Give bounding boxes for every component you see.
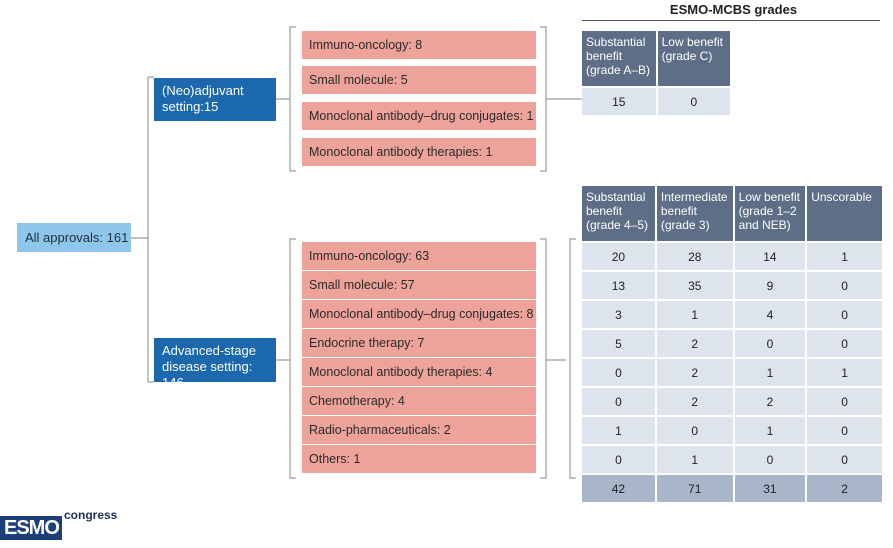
table-row: 3 1 4 0: [582, 301, 882, 328]
table-row: 20 28 14 1: [582, 243, 882, 270]
esmo-mcbs-title: ESMO-MCBS grades: [669, 2, 798, 17]
table-cell: 3: [582, 301, 655, 328]
adv-category-box: Small molecule: 57: [302, 271, 536, 299]
table-cell: 0: [807, 388, 882, 415]
table-cell: 0: [807, 446, 882, 473]
table-cell: 13: [582, 272, 655, 299]
table-cell: 0: [657, 88, 730, 115]
table-cell: 1: [656, 446, 733, 473]
table-cell: 0: [582, 388, 655, 415]
congress-word: congress: [64, 508, 118, 522]
table-cell: 0: [807, 330, 882, 357]
esmo-logo-mark: ESMO: [0, 516, 62, 540]
table-header: Substantial benefit (grade 4–5): [582, 186, 655, 241]
adv-category-box: Chemotherapy: 4: [302, 387, 536, 415]
table-cell: 1: [807, 243, 882, 270]
totals-row: 42 71 31 2: [582, 475, 882, 502]
table-cell: 1: [734, 359, 806, 386]
table-header: Intermediate benefit (grade 3): [656, 186, 733, 241]
table-cell: 1: [734, 417, 806, 444]
total-cell: 31: [734, 475, 806, 502]
table-cell: 5: [582, 330, 655, 357]
adv-category-box: Endocrine therapy: 7: [302, 329, 536, 357]
table-cell: 0: [807, 417, 882, 444]
advanced-setting-box: Advanced-stage disease setting: 146: [154, 338, 276, 390]
table-header: Low benefit (grade C): [657, 31, 730, 86]
table-row: 0 2 1 1: [582, 359, 882, 386]
table-cell: 0: [656, 417, 733, 444]
adv-category-box: Monoclonal antibody therapies: 4: [302, 358, 536, 386]
title-rule: [582, 20, 880, 21]
total-cell: 71: [656, 475, 733, 502]
table-cell: 0: [582, 359, 655, 386]
neo-category-box: Monoclonal antibody therapies: 1: [302, 138, 536, 166]
table-cell: 9: [734, 272, 806, 299]
adv-category-box: Monoclonal antibody–drug conjugates: 8: [302, 300, 536, 328]
neo-category-box: Small molecule: 5: [302, 66, 536, 94]
table-row: 0 1 0 0: [582, 446, 882, 473]
table-row: 1 0 1 0: [582, 417, 882, 444]
neoadjuvant-setting-box: (Neo)adjuvant setting:15: [154, 78, 276, 121]
table-cell: 14: [734, 243, 806, 270]
table-cell: 0: [807, 301, 882, 328]
table-cell: 1: [656, 301, 733, 328]
table-cell: 0: [734, 330, 806, 357]
table-header: Low benefit (grade 1–2 and NEB): [734, 186, 806, 241]
table-cell: 28: [656, 243, 733, 270]
table-cell: 20: [582, 243, 655, 270]
table-header: Substantial benefit (grade A–B): [582, 31, 656, 86]
table-cell: 15: [582, 88, 656, 115]
neo-category-box: Immuno-oncology: 8: [302, 31, 536, 59]
esmo-congress-logo: ESMO congress: [0, 508, 130, 542]
all-approvals-box: All approvals: 161: [17, 223, 131, 252]
table-row: 0 2 2 0: [582, 388, 882, 415]
adv-grades-table: Substantial benefit (grade 4–5) Intermed…: [580, 184, 884, 504]
table-cell: 2: [656, 388, 733, 415]
adv-category-box: Immuno-oncology: 63: [302, 242, 536, 270]
table-cell: 2: [734, 388, 806, 415]
table-cell: 1: [582, 417, 655, 444]
table-cell: 4: [734, 301, 806, 328]
table-cell: 0: [734, 446, 806, 473]
total-cell: 42: [582, 475, 655, 502]
adv-category-box: Others: 1: [302, 445, 536, 473]
table-row: 5 2 0 0: [582, 330, 882, 357]
table-cell: 2: [656, 359, 733, 386]
table-cell: 1: [807, 359, 882, 386]
neo-category-box: Monoclonal antibody–drug conjugates: 1: [302, 102, 536, 130]
table-cell: 35: [656, 272, 733, 299]
neo-grades-table: Substantial benefit (grade A–B) Low bene…: [580, 29, 732, 117]
table-cell: 0: [807, 272, 882, 299]
table-header: Unscorable: [807, 186, 882, 241]
adv-category-box: Radio-pharmaceuticals: 2: [302, 416, 536, 444]
table-cell: 0: [582, 446, 655, 473]
total-cell: 2: [807, 475, 882, 502]
table-cell: 2: [656, 330, 733, 357]
table-row: 13 35 9 0: [582, 272, 882, 299]
